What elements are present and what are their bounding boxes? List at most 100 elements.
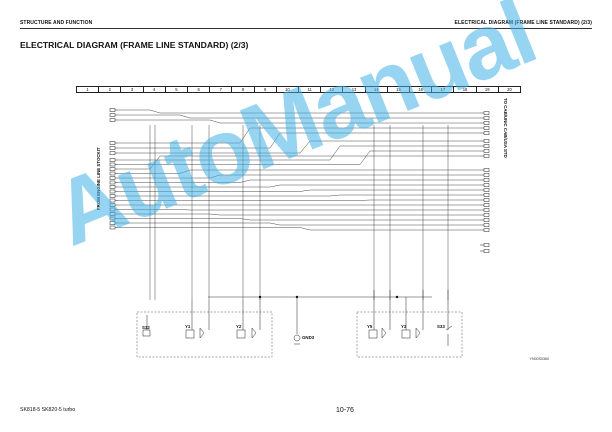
right-connector-pin [483,243,490,247]
right-connector-pin [483,193,490,197]
right-connector-pin [483,198,490,202]
right-connector-pin [483,183,490,187]
grid-column: 13 [342,87,364,92]
right-connector-pin [483,144,490,148]
wire [118,189,480,192]
grid-column: 5 [164,87,187,92]
column-grid: 1 2 3 4 5 6 7 8 9 10 11 12 13 14 15 16 1… [76,86,521,93]
wire [118,114,480,119]
wire [118,199,480,201]
left-connector-pin [109,194,116,198]
left-connector-pin [109,212,116,216]
s32-switch [142,315,151,337]
grid-column: 3 [120,87,142,92]
grid-column: 18 [453,87,475,92]
wire [118,132,480,149]
left-connector-pin [109,180,116,185]
right-connector-pin [483,131,490,135]
wire [118,155,480,170]
left-connector-pin [109,162,116,167]
wire [118,119,480,124]
grid-column: 12 [320,87,342,92]
wire [118,222,480,226]
header-divider [20,28,592,29]
vertical-wires [149,125,449,300]
wire [118,227,480,231]
wire [118,145,480,161]
junction-dot [395,295,399,299]
grid-column: 2 [98,87,120,92]
right-connector-pin [483,249,490,253]
right-connector-pin [483,168,490,172]
grid-column: 19 [475,87,498,92]
wire [118,174,480,179]
ground-symbol [293,297,301,345]
left-component-box [136,311,273,358]
wire [118,127,480,144]
left-connector-pin [109,203,116,207]
grid-column: 14 [364,87,387,92]
component-label: Y5 [367,324,373,329]
right-connector-pin [483,139,490,143]
component-label: S33 [437,324,445,329]
right-connector-pin [483,208,490,212]
right-side-label: TO CAB/UNIC CAB/USA STD [503,98,508,158]
page-title: ELECTRICAL DIAGRAM (FRAME LINE STANDARD)… [20,40,249,50]
y2-solenoid [236,297,261,339]
left-connector-pin [109,176,116,180]
grid-column: 10 [275,87,298,92]
right-connector-pin [483,218,490,222]
y3-solenoid [401,290,424,339]
drawing-code: YN00S0360 [529,357,549,361]
left-connector-pin [109,225,116,230]
grid-column: 7 [209,87,231,92]
left-connector-pin [109,185,116,189]
ground-label: GND3 [302,335,315,340]
wire [118,218,480,221]
grid-column: 11 [298,87,320,92]
right-connector-pin [483,126,490,130]
right-connector-pin [483,121,490,125]
wire [118,169,480,174]
right-connector-pin [483,178,490,182]
wire [118,194,480,197]
left-connector-column [109,108,118,230]
footer-models: SK818-5 SK820-5 turbo [20,407,76,413]
right-connector-pin [483,203,490,207]
left-connector-pin [109,118,116,122]
right-connector-pin [483,228,490,232]
page-number: 10-76 [336,407,354,414]
wire [118,209,480,211]
s33-switch [445,290,453,346]
component-label: Y3 [401,324,407,329]
grid-column: 4 [142,87,165,92]
left-connector-pin [109,221,116,225]
left-connector-pin [109,108,116,112]
grid-column: 8 [231,87,253,92]
right-connector-pin [483,173,490,177]
right-connector-pin [483,213,490,217]
grid-column: 16 [409,87,431,92]
right-component-box [356,311,463,358]
wire [118,179,480,183]
wire [118,184,480,188]
left-connector-pin [109,146,116,150]
right-connector-column [480,111,490,253]
right-connector-pin [483,149,490,153]
component-label: S32 [142,325,150,330]
right-connector-pin [483,116,490,120]
left-connector-pin [109,171,116,176]
wire [118,109,480,114]
grid-column: 1 [86,87,89,92]
component-label: Y1 [185,324,191,329]
grid-column: 20 [497,87,520,92]
component-label: Y2 [236,324,242,329]
left-connector-pin [109,113,116,117]
left-connector-pin [109,167,116,171]
y5-solenoid [368,290,391,339]
wire [118,213,480,216]
left-connector-pin [109,151,116,155]
left-connector-pin [109,198,116,203]
left-connector-pin [109,216,116,221]
